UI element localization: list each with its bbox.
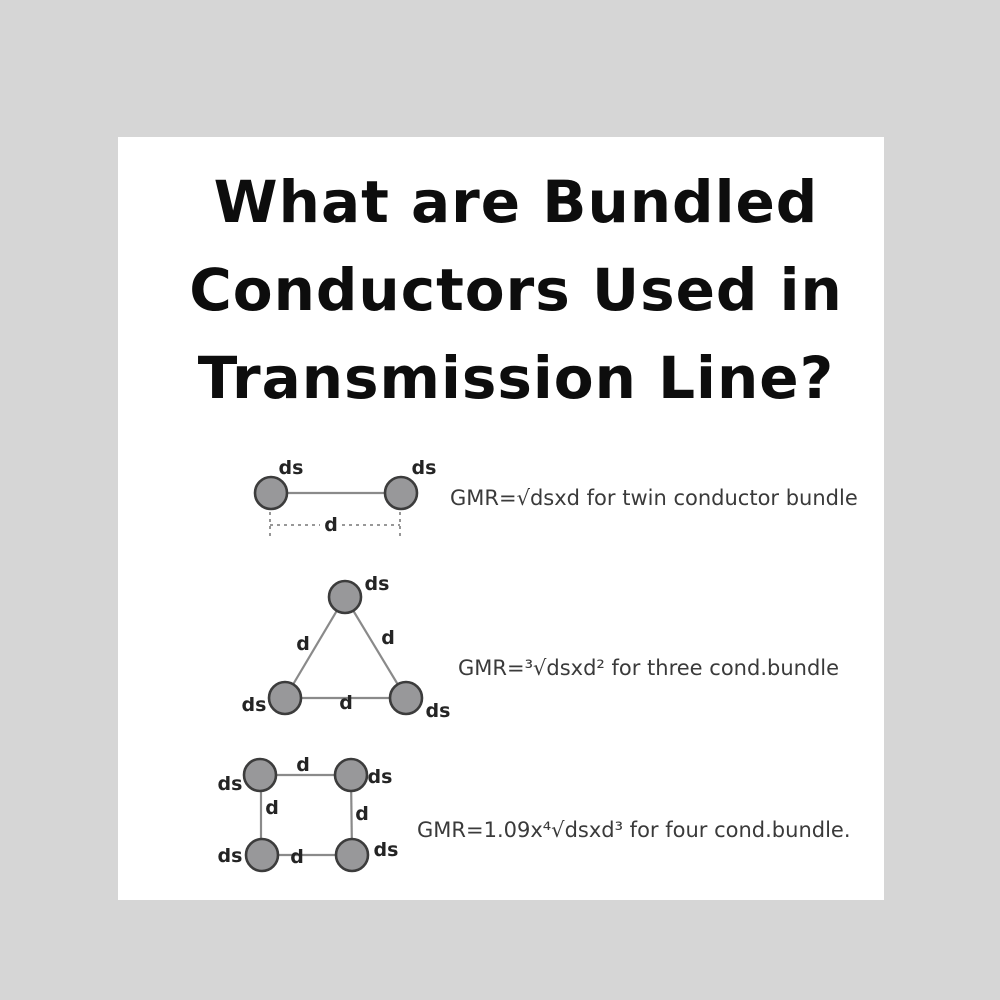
page-title: What are Bundled Conductors Used in Tran… [146, 158, 886, 422]
ds-label: ds [218, 773, 243, 795]
d-label: d [290, 846, 304, 868]
ds-label: ds [242, 694, 267, 716]
title-line-1: What are Bundled [213, 168, 819, 236]
d-label: d [381, 627, 395, 649]
ds-label: ds [412, 457, 437, 479]
conductor-circle [267, 680, 303, 716]
ds-label: ds [365, 573, 390, 595]
content-card: What are Bundled Conductors Used in Tran… [118, 137, 884, 900]
four-bundle-diagram: d ds ds d d ds d ds [210, 745, 420, 895]
d-label: d [265, 797, 279, 819]
conductor-circle [242, 757, 278, 793]
conductor-circle [383, 475, 419, 511]
twin-bundle-formula: GMR=√dsxd for twin conductor bundle [450, 486, 858, 510]
ds-label: ds [279, 457, 304, 479]
conductor-circle [253, 475, 289, 511]
twin-bundle-diagram: ds ds d [230, 450, 460, 550]
d-label: d [324, 514, 338, 536]
ds-label: ds [368, 766, 393, 788]
three-bundle-diagram: ds d d ds d ds [230, 570, 470, 735]
four-bundle-formula: GMR=1.09x⁴√dsxd³ for four cond.bundle. [417, 818, 851, 842]
ds-label: ds [218, 845, 243, 867]
triangle-side-right [344, 596, 407, 699]
conductor-circle [388, 680, 424, 716]
title-line-3: Transmission Line? [197, 344, 835, 412]
d-label: d [355, 803, 369, 825]
conductor-circle [333, 757, 369, 793]
three-bundle-formula: GMR=³√dsxd² for three cond.bundle [458, 656, 840, 680]
d-label: d [296, 754, 310, 776]
d-label: d [296, 633, 310, 655]
triangle-side-left [284, 596, 346, 699]
d-label: d [339, 692, 353, 714]
title-line-2: Conductors Used in [189, 256, 843, 324]
conductor-circle [327, 579, 363, 615]
conductor-circle [334, 837, 370, 873]
ds-label: ds [374, 839, 399, 861]
conductor-circle [244, 837, 280, 873]
ds-label: ds [426, 700, 451, 722]
